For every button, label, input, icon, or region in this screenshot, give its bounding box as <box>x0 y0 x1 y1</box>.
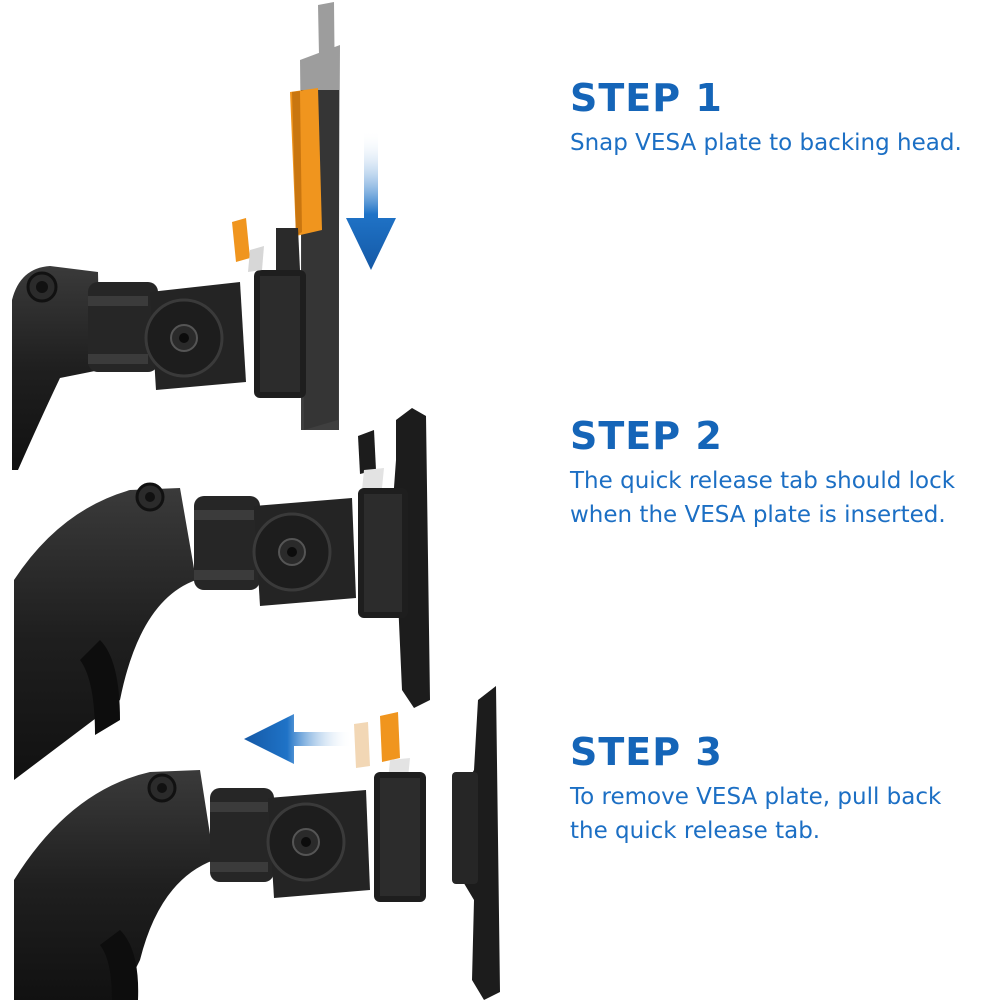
step-2-description: The quick release tab should lock when t… <box>570 468 956 528</box>
step-2-block: STEP 2 The quick release tab should lock… <box>570 414 990 532</box>
step-3-assembly <box>14 686 500 1000</box>
step-2-title: STEP 2 <box>570 414 723 458</box>
arrow-down-icon <box>346 130 396 270</box>
step-1-description: Snap VESA plate to backing head. <box>570 130 962 156</box>
arm-body-step2 <box>14 488 196 780</box>
step-2-assembly <box>14 408 430 780</box>
arm-body-step1 <box>12 266 100 470</box>
step-1-assembly <box>12 2 340 470</box>
step-3-title: STEP 3 <box>570 730 723 774</box>
step-1-block: STEP 1 Snap VESA plate to backing head. <box>570 76 990 160</box>
vesa-plate-step3 <box>462 686 500 1000</box>
step-1-title: STEP 1 <box>570 76 723 120</box>
step-3-description: To remove VESA plate, pull back the quic… <box>570 784 942 844</box>
vesa-plate-step2 <box>388 408 430 708</box>
arm-body-step3 <box>14 770 214 1000</box>
arrow-left-icon <box>244 714 352 764</box>
step-3-block: STEP 3 To remove VESA plate, pull back t… <box>570 730 990 848</box>
